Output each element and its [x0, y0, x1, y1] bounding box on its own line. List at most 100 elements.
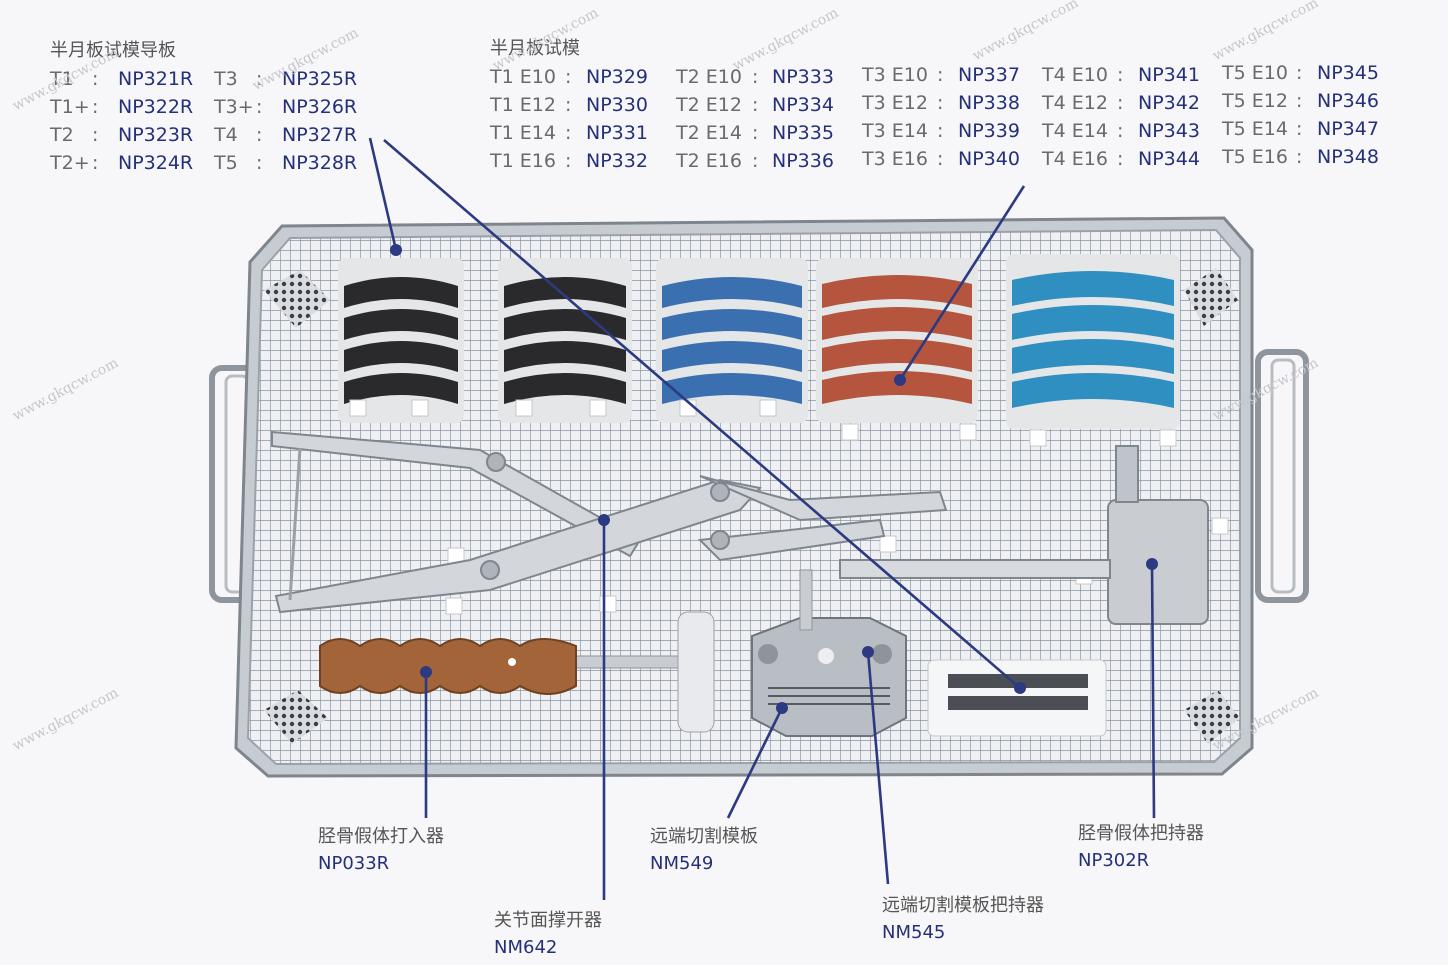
- trial-rack-black-1: [338, 258, 464, 423]
- tray-corner-foot: [1184, 268, 1238, 326]
- separator: :: [752, 150, 759, 172]
- guide-code: NP327R: [282, 124, 358, 146]
- separator: :: [1296, 146, 1303, 168]
- guide-plates-title: 半月板试模导板: [50, 40, 176, 61]
- trial-code: NP341: [1138, 64, 1200, 86]
- tray-handle-right: [1255, 349, 1309, 603]
- trial-code: NP334: [772, 94, 834, 116]
- separator: :: [937, 148, 944, 170]
- trial-code: NP345: [1317, 62, 1379, 84]
- label-tibial-impactor: 胫骨假体打入器: [318, 826, 444, 847]
- callout-leaders: [368, 137, 1158, 900]
- trial-code: NP347: [1317, 118, 1379, 140]
- trial-code: NP337: [958, 64, 1020, 86]
- guide-size: T5: [214, 152, 238, 174]
- trial-size: T4 E14: [1042, 120, 1108, 142]
- trial-size: T3 E16: [862, 148, 928, 170]
- separator: :: [1117, 92, 1124, 114]
- trial-size: T4 E10: [1042, 64, 1108, 86]
- guide-code: NP324R: [118, 152, 194, 174]
- trial-rack-teal: [1006, 254, 1180, 429]
- separator: :: [937, 120, 944, 142]
- separator: :: [565, 122, 572, 144]
- trial-code: NP338: [958, 92, 1020, 114]
- code-spreader: NM642: [494, 937, 558, 958]
- trial-size: T5 E12: [1222, 90, 1288, 112]
- trials-title: 半月板试模: [490, 38, 580, 59]
- trial-size: T3 E10: [862, 64, 928, 86]
- trial-size: T2 E16: [676, 150, 742, 172]
- guide-size: T3: [214, 68, 238, 90]
- trial-size: T2 E14: [676, 122, 742, 144]
- separator: :: [1296, 118, 1303, 140]
- trial-rack-black-2: [498, 258, 632, 423]
- code-template-holder: NM545: [882, 922, 946, 943]
- retaining-clips: [349, 399, 1229, 615]
- trial-rack-red: [816, 258, 978, 423]
- trial-size: T1 E10: [490, 66, 556, 88]
- separator: :: [565, 66, 572, 88]
- separator: :: [752, 94, 759, 116]
- trial-size: T2 E10: [676, 66, 742, 88]
- trial-code: NP333: [772, 66, 834, 88]
- separator: :: [92, 124, 99, 146]
- trial-size: T1 E12: [490, 94, 556, 116]
- tray-corner-foot: [264, 270, 330, 328]
- separator: :: [752, 66, 759, 88]
- mesh-tray: [234, 216, 1254, 778]
- guide-size: T4: [214, 124, 238, 146]
- separator: :: [1117, 64, 1124, 86]
- trial-size: T5 E14: [1222, 118, 1288, 140]
- label-template-holder: 远端切割模板把持器: [882, 895, 1044, 916]
- trial-size: T5 E16: [1222, 146, 1288, 168]
- tray-corner-foot: [1184, 690, 1240, 744]
- tibial-component-holder-instrument: [839, 445, 1209, 625]
- trial-code: NP331: [586, 122, 648, 144]
- trial-size: T4 E12: [1042, 92, 1108, 114]
- separator: :: [92, 152, 99, 174]
- guide-size: T1+: [50, 96, 90, 118]
- tray-corner-foot: [264, 690, 328, 744]
- guide-code: NP323R: [118, 124, 194, 146]
- trial-code: NP344: [1138, 148, 1200, 170]
- label-tibial-holder: 胫骨假体把持器: [1078, 823, 1204, 844]
- trial-code: NP329: [586, 66, 648, 88]
- separator: :: [256, 68, 263, 90]
- trial-size: T5 E10: [1222, 62, 1288, 84]
- separator: :: [1296, 90, 1303, 112]
- guide-code: NP326R: [282, 96, 358, 118]
- trial-code: NP348: [1317, 146, 1379, 168]
- trial-code: NP343: [1138, 120, 1200, 142]
- separator: :: [752, 122, 759, 144]
- trial-size: T3 E12: [862, 92, 928, 114]
- guide-code: NP321R: [118, 68, 194, 90]
- guide-plate-trial-instrument: [927, 659, 1107, 737]
- trial-code: NP342: [1138, 92, 1200, 114]
- code-tibial-impactor: NP033R: [318, 853, 390, 874]
- separator: :: [256, 96, 263, 118]
- separator: :: [1296, 62, 1303, 84]
- trial-code: NP346: [1317, 90, 1379, 112]
- trial-code: NP340: [958, 148, 1020, 170]
- trial-rack-blue: [656, 258, 808, 423]
- label-spreader: 关节面撑开器: [494, 910, 602, 931]
- guide-code: NP328R: [282, 152, 358, 174]
- trial-code: NP335: [772, 122, 834, 144]
- trial-code: NP332: [586, 150, 648, 172]
- trial-size: T3 E14: [862, 120, 928, 142]
- separator: :: [92, 68, 99, 90]
- separator: :: [256, 124, 263, 146]
- separator: :: [92, 96, 99, 118]
- trial-code: NP336: [772, 150, 834, 172]
- separator: :: [1117, 148, 1124, 170]
- guide-code: NP325R: [282, 68, 358, 90]
- separator: :: [565, 150, 572, 172]
- trial-size: T1 E16: [490, 150, 556, 172]
- guide-size: T1: [50, 68, 74, 90]
- guide-size: T2: [50, 124, 74, 146]
- label-distal-template: 远端切割模板: [650, 826, 758, 847]
- guide-code: NP322R: [118, 96, 194, 118]
- separator: :: [937, 92, 944, 114]
- guide-size: T2+: [50, 152, 90, 174]
